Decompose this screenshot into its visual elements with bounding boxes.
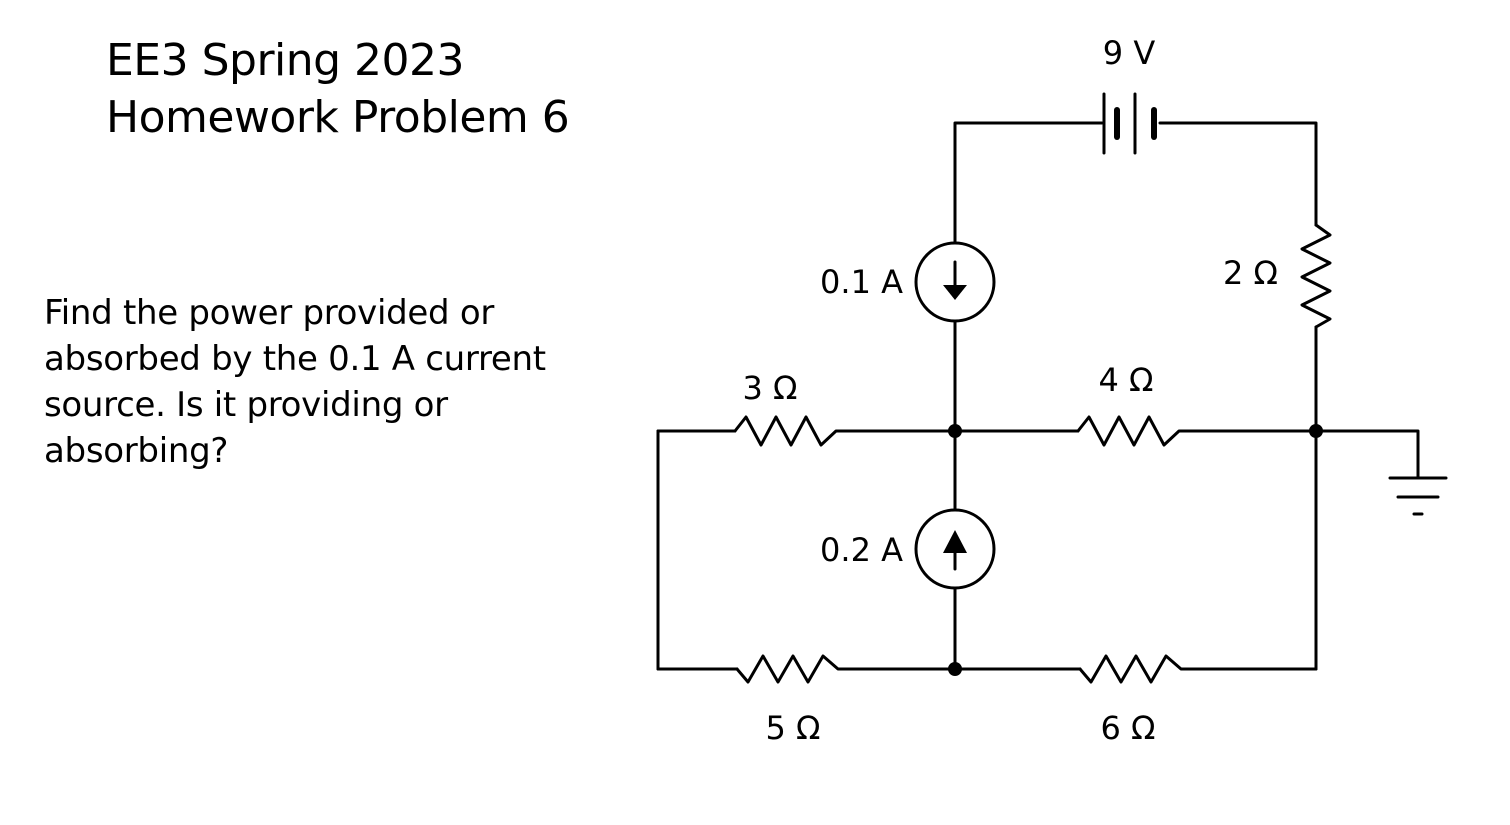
label-9v: 9 V [1103, 34, 1156, 72]
ground-symbol [1388, 476, 1448, 516]
problem-line-1: Find the power provided or [44, 293, 495, 333]
wire-to-ground [1314, 429, 1420, 480]
title-line-course: EE3 Spring 2023 [106, 35, 465, 86]
problem-line-3: source. Is it providing or [44, 385, 448, 425]
junction-node-bottom [948, 662, 962, 676]
wire-top-left [953, 121, 1104, 244]
arrow-up-icon [943, 530, 967, 553]
resistor-4-ohm [1076, 415, 1318, 447]
problem-line-4: absorbing? [44, 431, 229, 471]
resistor-6-ohm [1078, 654, 1318, 684]
problem-statement: Find the power provided or absorbed by t… [44, 290, 604, 474]
label-0-1a: 0.1 A [820, 263, 903, 301]
label-0-2a: 0.2 A [820, 531, 903, 569]
junction-node-right [1309, 424, 1323, 438]
problem-line-2: absorbed by the 0.1 A current [44, 339, 546, 379]
label-6-ohm: 6 Ω [1101, 709, 1156, 747]
resistor-3-ohm [733, 415, 957, 447]
wire-top-right [1158, 121, 1318, 227]
label-5-ohm: 5 Ω [766, 709, 821, 747]
label-4-ohm: 4 Ω [1099, 361, 1154, 399]
label-3-ohm: 3 Ω [743, 369, 798, 407]
problem-title: EE3 Spring 2023 Homework Problem 6 [106, 32, 570, 146]
title-line-problem: Homework Problem 6 [106, 92, 570, 143]
resistor-5-ohm [735, 654, 957, 684]
arrow-down-icon [943, 285, 967, 300]
junction-node-center [948, 424, 962, 438]
label-2-ohm: 2 Ω [1223, 254, 1278, 292]
battery-symbol [1102, 92, 1157, 155]
resistor-2-ohm [1300, 223, 1332, 329]
